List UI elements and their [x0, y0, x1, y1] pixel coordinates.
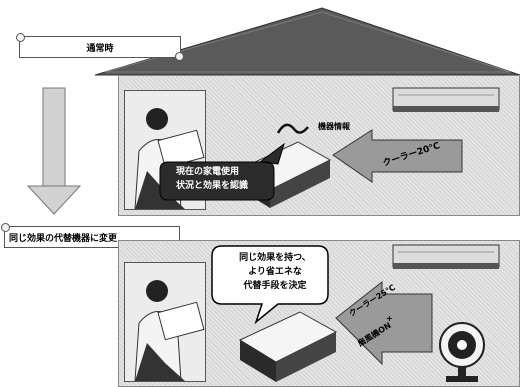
banner-curl [16, 33, 25, 42]
electric-fan-icon [439, 322, 485, 382]
usage-bubble-line1: 現在の家電使用 [176, 167, 240, 177]
decision-bubble-line1: 同じ効果を持つ、 [239, 253, 311, 263]
person-photo-bottom [124, 262, 206, 382]
smart-meter-icon [238, 311, 338, 382]
alternative-setting-arrow [335, 280, 433, 366]
decision-bubble-shape [211, 245, 329, 325]
plug-icon [276, 123, 309, 134]
alternative-arrow-line2: + [386, 314, 393, 323]
down-arrow [26, 87, 82, 215]
usage-bubble-shape [159, 142, 285, 201]
usage-bubble-line2: 状況と効果を認識 [176, 181, 249, 191]
person-reading-icon [125, 263, 205, 381]
normal-state-banner: 通常時 [16, 33, 184, 61]
banner-curl [1, 223, 10, 232]
air-conditioner-icon [392, 87, 500, 112]
cooler-setting-arrow [332, 129, 463, 183]
decision-bubble-line2: より省エネな [248, 267, 302, 277]
decision-bubble-line3: 代替手段を決定 [243, 281, 307, 291]
normal-state-label: 通常時 [86, 43, 114, 54]
banner-curl [175, 52, 184, 61]
air-conditioner-icon [392, 244, 500, 269]
change-label: 同じ効果の代替機器に変更 [9, 233, 118, 244]
device-info-label: 機器情報 [318, 122, 350, 131]
